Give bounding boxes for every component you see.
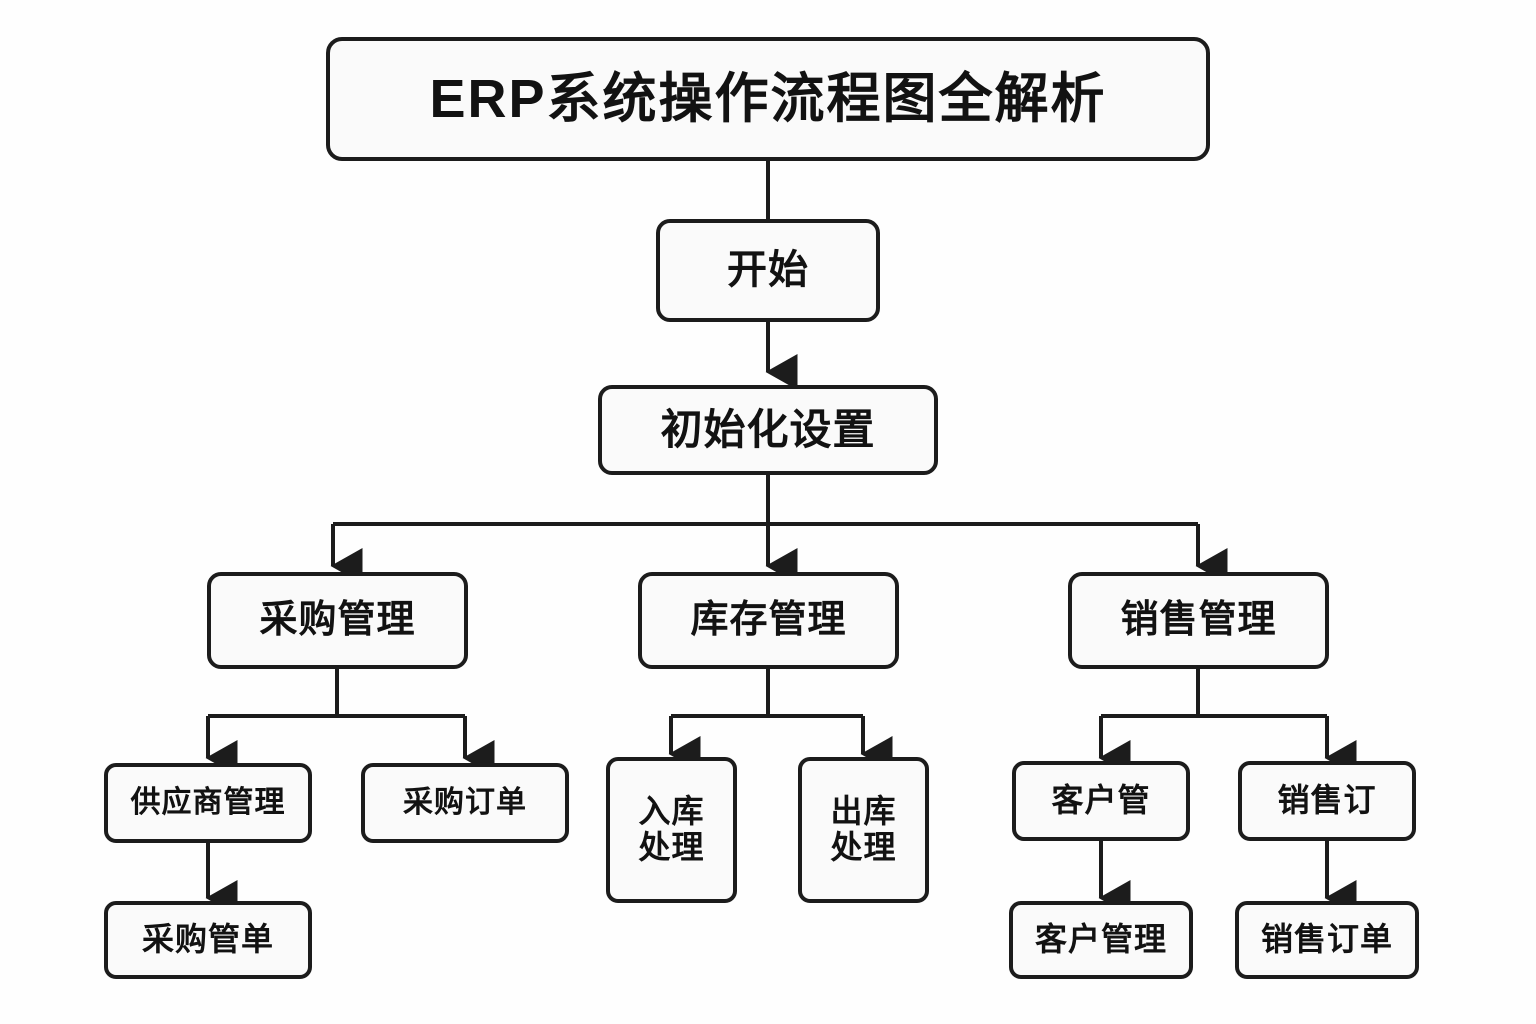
node-stock-in-process[interactable]: 入库 处理 [606, 757, 737, 903]
node-purchase-order[interactable]: 采购订单 [361, 763, 569, 843]
node-sales-management[interactable]: 销售管理 [1068, 572, 1329, 669]
node-customer-management[interactable]: 客户管理 [1009, 901, 1193, 979]
node-sales-order[interactable]: 销售订单 [1235, 901, 1419, 979]
node-start[interactable]: 开始 [656, 219, 880, 322]
node-purchase-form[interactable]: 采购管单 [104, 901, 312, 979]
node-title[interactable]: ERP系统操作流程图全解析 [326, 37, 1210, 161]
node-stock-out-process[interactable]: 出库 处理 [798, 757, 929, 903]
node-customer-short[interactable]: 客户管 [1012, 761, 1190, 841]
node-init-setup[interactable]: 初始化设置 [598, 385, 938, 475]
node-sales-order-short[interactable]: 销售订 [1238, 761, 1416, 841]
node-supplier-management[interactable]: 供应商管理 [104, 763, 312, 843]
node-inventory-management[interactable]: 库存管理 [638, 572, 899, 669]
node-purchase-management[interactable]: 采购管理 [207, 572, 468, 669]
